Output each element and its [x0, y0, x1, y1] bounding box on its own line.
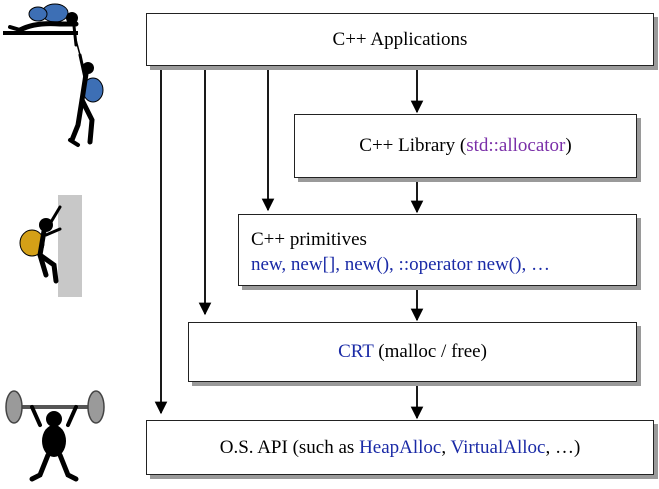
box-crt: CRT (malloc / free) — [188, 322, 637, 382]
library-suffix: ) — [565, 135, 572, 156]
label-os-api: O.S. API (such as HeapAlloc, VirtualAllo… — [220, 437, 581, 459]
label-primitives-items: new, new[], new(), ::operator new(), … — [251, 254, 550, 275]
crt-rest: (malloc / free) — [373, 341, 487, 362]
os-suffix: , …) — [545, 436, 581, 458]
label-cpp-primitives: C++ primitives — [251, 229, 367, 250]
os-prefix: O.S. API (such as — [219, 436, 360, 458]
library-allocator-highlight: std::allocator — [466, 135, 566, 156]
os-heapalloc: HeapAlloc — [359, 436, 442, 458]
label-cpp-library: C++ Library (std::allocator) — [359, 135, 571, 157]
library-prefix: C++ Library ( — [359, 135, 467, 156]
label-cpp-applications: C++ Applications — [332, 28, 468, 50]
os-separator: , — [441, 436, 451, 458]
rock-climber-icon — [19, 195, 82, 297]
box-cpp-applications: C++ Applications — [146, 13, 654, 66]
box-os-api: O.S. API (such as HeapAlloc, VirtualAllo… — [146, 420, 654, 475]
crt-highlight: CRT — [338, 341, 374, 362]
climbers-rope-icon — [3, 3, 104, 147]
label-crt: CRT (malloc / free) — [338, 341, 487, 363]
os-virtualalloc: VirtualAlloc — [450, 436, 546, 458]
box-cpp-primitives: C++ primitives new, new[], new(), ::oper… — [238, 214, 637, 286]
box-cpp-library: C++ Library (std::allocator) — [294, 114, 637, 178]
weightlifter-icon — [5, 390, 105, 482]
